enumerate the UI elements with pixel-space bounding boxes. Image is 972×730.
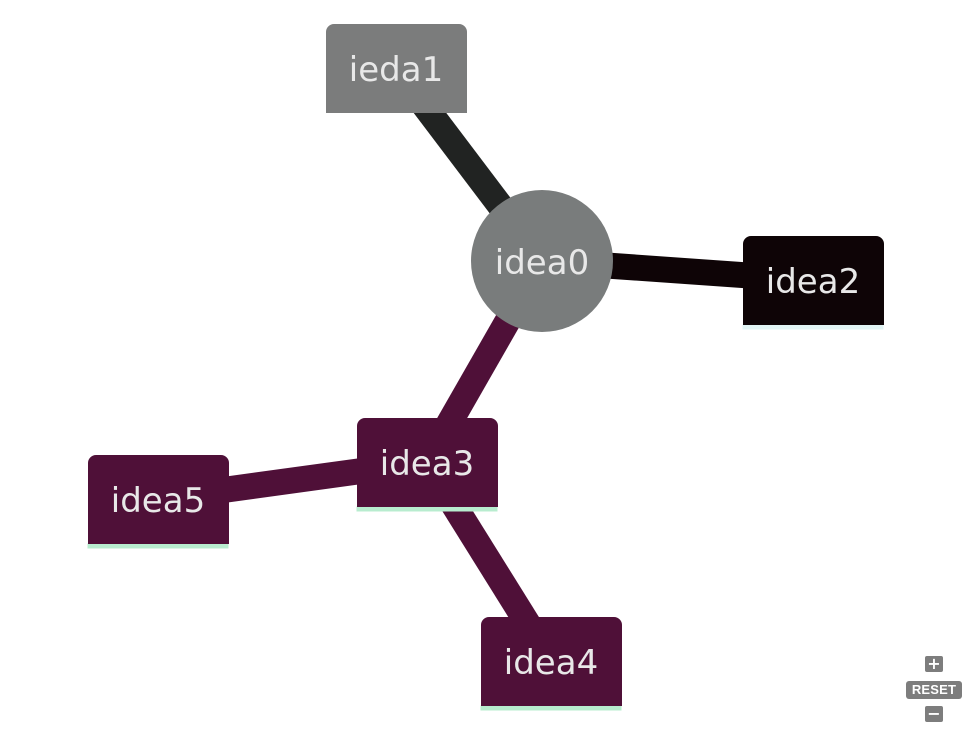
node-ieda1[interactable]: ieda1 [325,23,467,113]
node-underline-idea5 [87,543,229,549]
reset-button[interactable]: RESET [906,681,962,699]
node-idea0[interactable]: idea0 [471,190,613,332]
node-idea5[interactable]: idea5 [87,454,229,544]
node-idea4[interactable]: idea4 [480,616,622,706]
node-label: idea3 [379,444,475,484]
node-underline-idea4 [480,705,622,711]
zoom-in-button[interactable]: + [925,656,943,672]
plus-icon: + [927,654,941,673]
node-idea3[interactable]: idea3 [356,417,498,507]
node-label: idea5 [110,481,206,521]
node-label: ieda1 [348,50,444,90]
node-label: idea2 [765,262,861,302]
minus-icon: − [927,704,941,723]
node-underline-idea3 [356,506,498,512]
node-idea2[interactable]: idea2 [742,235,884,325]
zoom-out-button[interactable]: − [925,706,943,722]
node-label: idea0 [494,243,590,283]
zoom-controls: + RESET − [906,656,962,724]
node-underline-idea2 [742,324,884,330]
node-label: idea4 [503,643,599,683]
